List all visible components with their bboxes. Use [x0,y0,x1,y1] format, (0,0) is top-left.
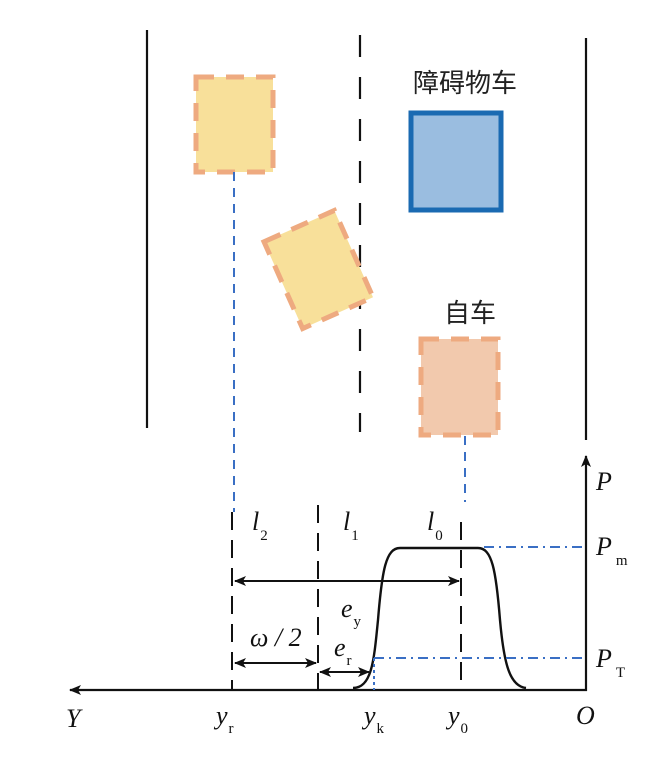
l1-label: l1 [343,507,359,544]
yr-label: yr [213,701,234,737]
p-axis-label: P [595,467,612,496]
ey-label: ey [341,594,362,630]
y0-label: y0 [445,701,468,737]
yk-label: yk [361,701,385,737]
omega-label: ω / 2 [250,623,302,652]
predicted-vehicle-target [193,74,276,175]
y-axis-label: Y [66,704,83,733]
origin-label: O [576,701,595,730]
ego-label: 自车 [444,299,496,329]
predicted-vehicle-turning [260,207,377,332]
l0-label: l0 [427,507,443,544]
obstacle-vehicle [408,110,504,213]
l2-label: l2 [252,507,268,544]
ego-vehicle [418,336,501,438]
er-label: er [334,633,352,669]
obstacle-label: 障碍物车 [413,69,517,99]
potential-field-curve [352,546,527,690]
